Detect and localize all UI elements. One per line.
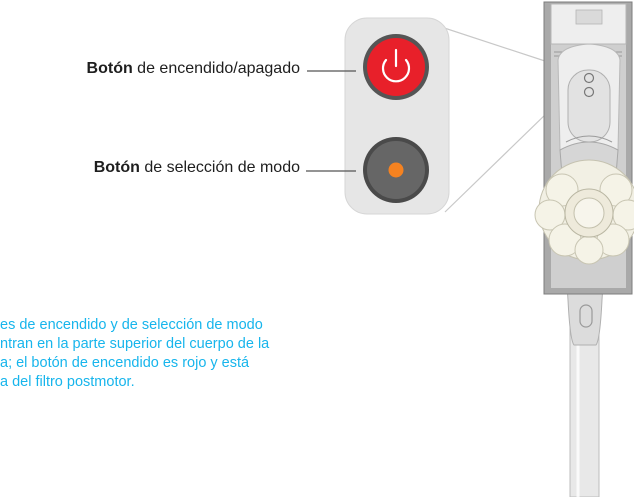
power-button-label-rest: de encendido/apagado <box>132 60 300 77</box>
mode-button-label-rest: de selección de modo <box>139 159 300 176</box>
power-button-label: Botón de encendido/apagado <box>87 60 300 78</box>
caption-text: es de encendido y de selección de modo n… <box>0 316 390 392</box>
zoom-line-bottom <box>444 111 549 213</box>
caption-line: a del filtro postmotor. <box>0 374 135 390</box>
post-motor-filter <box>534 159 634 265</box>
mode-button <box>363 137 429 203</box>
caption-line: es de encendido y de selección de modo <box>0 317 263 333</box>
caption-line: ntran en la parte superior del cuerpo de… <box>0 336 270 352</box>
caption-line: a; el botón de encendido es rojo y está <box>0 355 250 371</box>
mode-button-label-bold: Botón <box>93 159 140 176</box>
power-icon <box>381 48 411 83</box>
vacuum-cleaner <box>534 1 634 497</box>
power-button-label-bold: Botón <box>86 60 133 77</box>
mode-dot-icon <box>388 162 404 178</box>
mode-button-label: Botón de selección de modo <box>94 159 300 177</box>
mini-mode-button <box>583 86 595 98</box>
mini-power-button <box>583 72 595 84</box>
power-button <box>363 34 429 100</box>
